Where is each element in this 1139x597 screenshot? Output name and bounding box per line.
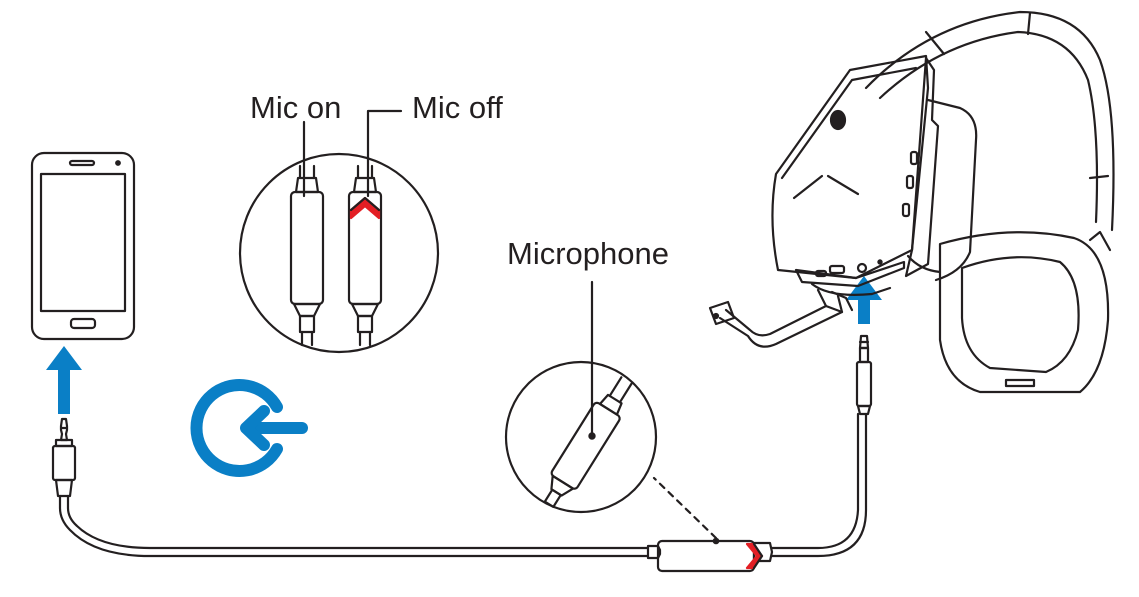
audio-input-icon [190,379,308,477]
mic-off-indicator [745,542,764,570]
left-audio-plug [51,417,77,498]
smartphone-icon [30,151,136,341]
audio-cable [58,412,868,573]
zoom-connector [652,476,718,540]
mic-switch-zoom [238,109,440,354]
microphone-zoom [504,280,658,514]
arrow-up-icon [46,346,82,414]
microphone-label: Microphone [507,236,669,271]
mic-on-label: Mic on [250,90,342,125]
headset-icon [708,10,1115,394]
mic-off-label: Mic off [412,90,503,125]
right-audio-plug [855,334,873,416]
